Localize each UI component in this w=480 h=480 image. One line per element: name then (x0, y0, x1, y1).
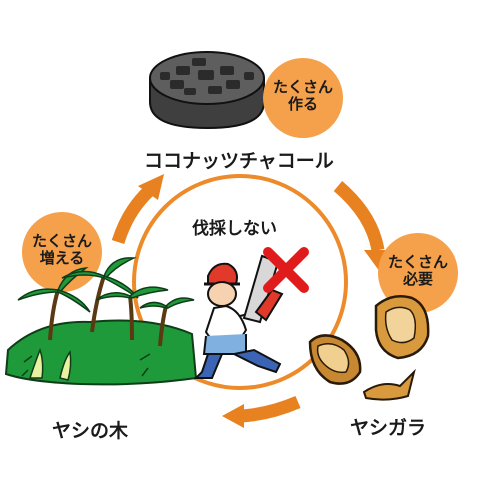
arrow-shell-to-tree (222, 396, 301, 428)
shell-label: ヤシガラ (350, 417, 427, 439)
charcoal-badge-line-2: 作る (287, 95, 318, 114)
cycle-ring (132, 174, 348, 390)
shell-badge (378, 233, 458, 313)
charcoal-badge-text: たくさん 作る (263, 78, 343, 114)
charcoal-badge (263, 58, 343, 138)
shell-badge-line-2: 必要 (402, 270, 433, 289)
tree-badge-line-1: たくさん (31, 232, 92, 250)
cross-mark-icon (263, 247, 309, 293)
arrow-tree-to-charcoal (111, 174, 164, 245)
lumberjack-illustration (193, 254, 284, 379)
shell-badge-line-1: たくさん (387, 253, 448, 271)
shell-badge-text: たくさん 必要 (378, 253, 458, 289)
tree-label: ヤシの木 (52, 420, 129, 442)
charcoal-badge-line-1: たくさん (272, 78, 333, 96)
palm-trees-illustration (4, 257, 198, 386)
center-label: 伐採しない (192, 219, 277, 239)
charcoal-briquette-illustration (149, 51, 265, 130)
tree-badge-text: たくさん 増える (22, 232, 102, 268)
coconut-shell-illustration (308, 295, 430, 401)
charcoal-label: ココナッツチャコール (144, 150, 334, 172)
tree-badge-line-2: 増える (39, 249, 85, 268)
